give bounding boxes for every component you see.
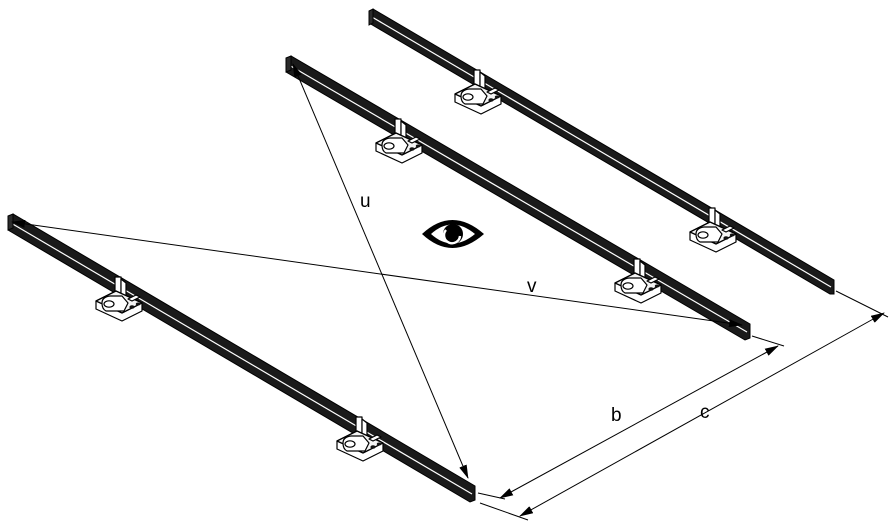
extension-line [751,335,785,347]
extension-line [479,502,529,521]
front-rail [7,213,476,503]
label-u: u [360,191,371,212]
eye-icon [422,220,484,248]
label-b: b [611,405,622,426]
label-c: c [700,402,710,423]
label-v: v [527,276,537,297]
extension-line [835,290,889,318]
dimension-c-line [519,312,885,517]
dimension-b-line [499,345,779,499]
diagonal-v-line [11,219,743,328]
extension-line [477,492,506,500]
